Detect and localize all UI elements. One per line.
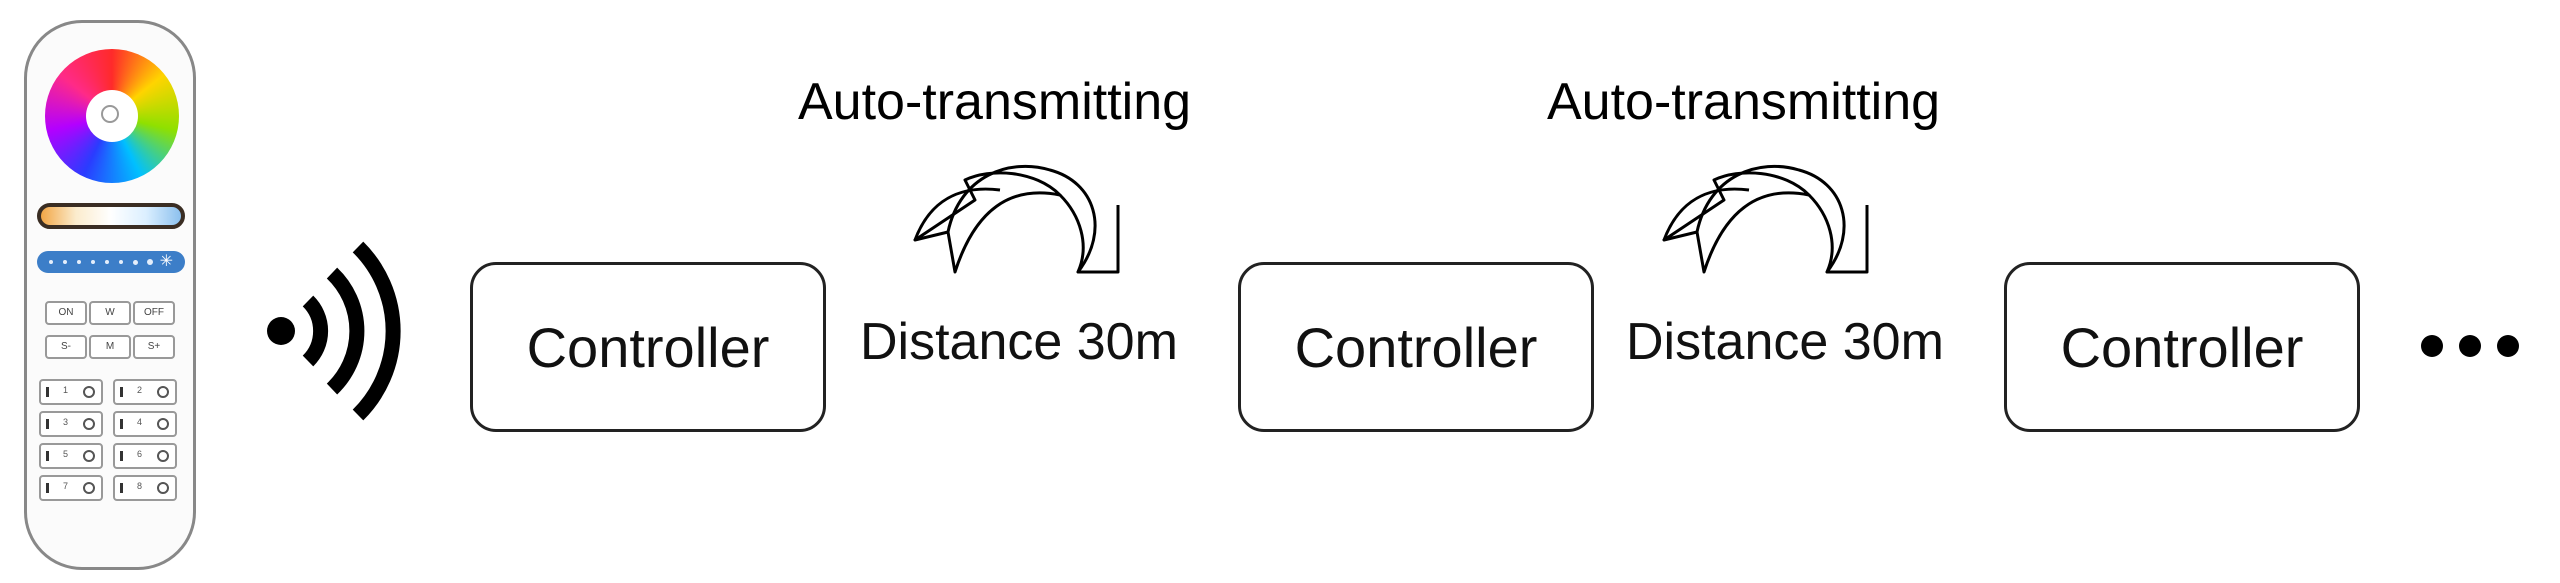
zone-button: 3	[39, 411, 103, 437]
zone-button: 4	[113, 411, 177, 437]
zone-button: 2	[113, 379, 177, 405]
mode-button: M	[89, 335, 131, 359]
auto-transmitting-label: Auto-transmitting	[1547, 73, 1941, 131]
zone-number: 6	[137, 449, 143, 459]
controller-box: Controller	[2004, 262, 2360, 432]
zone-button: 1	[39, 379, 103, 405]
brightness-dot	[147, 259, 153, 265]
brightness-dot	[49, 260, 53, 264]
color-temperature-slider	[37, 203, 185, 229]
auto-transmitting-label: Auto-transmitting	[798, 73, 1192, 131]
zone-number: 4	[137, 417, 143, 427]
speed-down-button: S-	[45, 335, 87, 359]
white-button: W	[89, 301, 131, 325]
sun-icon: ✳	[159, 253, 173, 270]
zone-number: 2	[137, 385, 143, 395]
color-wheel	[45, 49, 179, 183]
brightness-dot	[119, 260, 123, 264]
brightness-slider: ✳	[37, 251, 185, 273]
curved-arrow-icon	[1662, 164, 1869, 274]
zone-number: 7	[63, 481, 69, 491]
distance-label: Distance 30m	[860, 313, 1178, 371]
wireless-signal-icon	[267, 241, 401, 421]
color-wheel-button	[101, 105, 119, 123]
on-button: ON	[45, 301, 87, 325]
zone-button: 7	[39, 475, 103, 501]
brightness-dot	[105, 260, 109, 264]
brightness-dot	[77, 260, 81, 264]
zone-button: 5	[39, 443, 103, 469]
zone-number: 3	[63, 417, 69, 427]
remote-control: ✳ ON W OFF S- M S+ 1 2 3 4 5 6 7 8	[24, 20, 196, 570]
curved-arrow-icon	[913, 164, 1120, 274]
zone-number: 5	[63, 449, 69, 459]
distance-label: Distance 30m	[1626, 313, 1944, 371]
zone-button: 8	[113, 475, 177, 501]
brightness-dot	[133, 260, 138, 265]
speed-up-button: S+	[133, 335, 175, 359]
brightness-dot	[91, 260, 95, 264]
off-button: OFF	[133, 301, 175, 325]
zone-number: 8	[137, 481, 143, 491]
brightness-dot	[63, 260, 67, 264]
ellipsis-icon	[2421, 335, 2519, 357]
controller-box: Controller	[470, 262, 826, 432]
zone-number: 1	[63, 385, 69, 395]
zone-button: 6	[113, 443, 177, 469]
controller-box: Controller	[1238, 262, 1594, 432]
